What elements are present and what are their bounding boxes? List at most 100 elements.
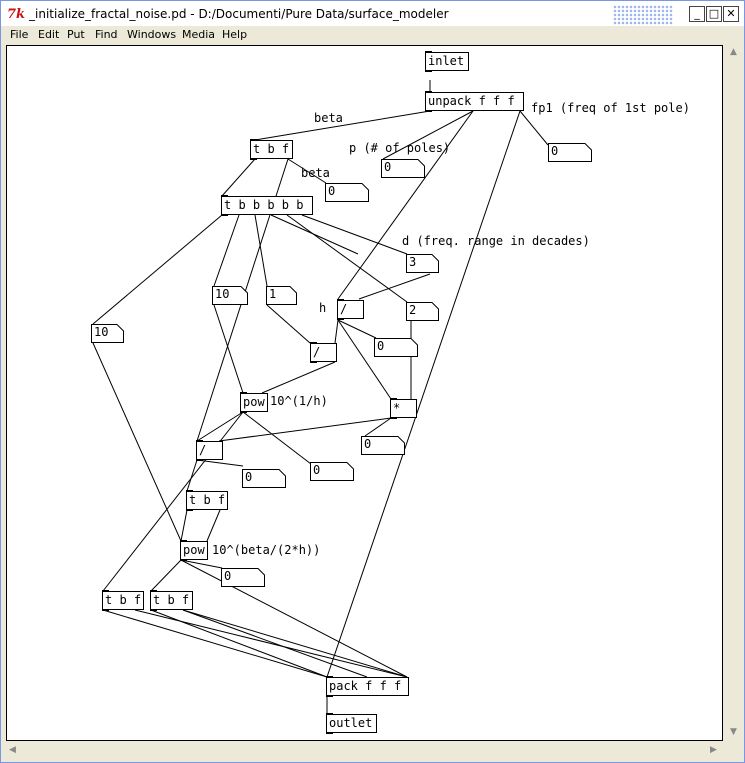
cord: [150, 609, 328, 678]
cord: [242, 411, 312, 465]
number-box-decades[interactable]: 3: [406, 254, 439, 273]
number-box-beta[interactable]: 0: [325, 183, 369, 202]
number-value: 0: [313, 463, 321, 477]
menu-edit[interactable]: Edit: [38, 28, 60, 41]
menu-bar: File Edit Put Find Windows Media Help: [1, 26, 744, 45]
number-value: 0: [328, 184, 336, 198]
window-title: _initialize_fractal_noise.pd - D:/Docume…: [29, 7, 449, 21]
cord: [326, 110, 521, 678]
cord: [364, 417, 392, 437]
comment-pow2: 10^(beta/(2*h)): [212, 543, 321, 557]
cord: [221, 158, 256, 197]
number-value: 0: [551, 144, 559, 158]
scroll-up-icon[interactable]: ▲: [730, 47, 737, 57]
titlebar-pattern: [613, 5, 673, 25]
menu-media[interactable]: Media: [182, 28, 216, 41]
number-box-pow1-out[interactable]: 0: [310, 462, 354, 481]
cord: [519, 110, 549, 146]
title-bar[interactable]: 7‌k _initialize_fractal_noise.pd - D:/Do…: [1, 1, 744, 28]
cord: [382, 110, 474, 160]
comment-fp1: fp1 (freq of 1st pole): [531, 101, 690, 115]
number-box-one[interactable]: 1: [266, 286, 297, 305]
cord: [196, 411, 244, 442]
comment-pow1: 10^(1/h): [270, 394, 328, 408]
number-value: 0: [384, 160, 392, 174]
cord: [150, 559, 182, 592]
number-value: 0: [377, 339, 385, 353]
cord: [134, 609, 408, 678]
close-button[interactable]: ✕: [723, 6, 739, 22]
cord: [196, 459, 244, 467]
tk-feather-icon: 7‌k: [7, 7, 26, 22]
inlet-object[interactable]: inlet: [425, 51, 469, 72]
cord: [186, 459, 198, 492]
pack-object[interactable]: pack f f f: [326, 676, 409, 697]
comment-poles: p (# of poles): [349, 141, 451, 155]
menu-put[interactable]: Put: [67, 28, 85, 41]
horizontal-scrollbar[interactable]: ◀ ▶: [6, 742, 723, 760]
scroll-down-icon[interactable]: ▼: [730, 727, 737, 737]
menu-find[interactable]: Find: [95, 28, 118, 41]
comment-decades: d (freq. range in decades): [402, 234, 590, 248]
multiply-object[interactable]: *: [390, 398, 417, 419]
number-value: 1: [269, 287, 277, 301]
menu-windows[interactable]: Windows: [127, 28, 177, 41]
scroll-left-icon[interactable]: ◀: [9, 745, 16, 755]
cord: [180, 559, 223, 569]
cord: [102, 609, 328, 678]
cord: [334, 319, 339, 344]
minimize-button[interactable]: _: [689, 6, 705, 22]
vertical-scrollbar[interactable]: ▲ ▼: [725, 45, 743, 741]
maximize-button[interactable]: □: [706, 6, 722, 22]
trigger-bbbbb-object[interactable]: t b b b b b: [221, 195, 313, 216]
number-box-poles[interactable]: 0: [381, 159, 425, 178]
number-value: 10: [215, 287, 230, 301]
cord: [92, 214, 223, 325]
pow-object-2[interactable]: pow: [180, 540, 208, 561]
trigger-bf-object[interactable]: t b f: [250, 139, 293, 160]
divide-object-2[interactable]: /: [196, 440, 223, 461]
cord: [301, 214, 408, 255]
number-box-ten-2[interactable]: 10: [91, 324, 124, 343]
menu-help[interactable]: Help: [222, 28, 248, 41]
cord: [218, 417, 392, 442]
cord: [261, 361, 336, 394]
cord: [182, 609, 368, 678]
trigger-bf-object-4[interactable]: t b f: [150, 590, 193, 611]
number-box-pow2-out[interactable]: 0: [221, 568, 265, 587]
number-box-div3-out[interactable]: 0: [242, 469, 286, 488]
cord: [180, 509, 188, 542]
scroll-right-icon[interactable]: ▶: [710, 745, 717, 755]
number-box-two[interactable]: 2: [406, 302, 439, 321]
trigger-bf-object-2[interactable]: t b f: [186, 490, 228, 511]
comment-beta-2: beta: [301, 166, 330, 180]
patch-canvas[interactable]: inlet unpack f f f t b f t b b b b b / /…: [6, 45, 723, 741]
cord: [266, 304, 311, 344]
patch-cords: [92, 80, 549, 714]
unpack-object[interactable]: unpack f f f: [425, 91, 524, 112]
cord: [337, 319, 377, 339]
pow-object[interactable]: pow: [240, 392, 268, 413]
cord: [287, 158, 327, 184]
number-value: 0: [224, 569, 232, 583]
trigger-bf-object-3[interactable]: t b f: [102, 590, 144, 611]
comment-h: h: [319, 301, 327, 315]
number-box-fp1[interactable]: 0: [548, 143, 592, 162]
cord: [206, 509, 221, 542]
menu-file[interactable]: File: [10, 28, 29, 41]
divide-h-object[interactable]: /: [337, 299, 364, 320]
cord: [358, 273, 431, 300]
number-value: 2: [409, 303, 417, 317]
number-value: 3: [409, 255, 417, 269]
number-box-mul-out[interactable]: 0: [361, 436, 405, 455]
cord: [182, 609, 408, 678]
number-box-ten[interactable]: 10: [212, 286, 248, 305]
cord: [213, 304, 244, 394]
cord: [213, 214, 240, 287]
divide-object[interactable]: /: [310, 342, 337, 363]
cord: [337, 319, 392, 400]
number-box-div-out[interactable]: 0: [374, 338, 418, 357]
number-value: 0: [364, 437, 372, 451]
outlet-object[interactable]: outlet: [326, 713, 377, 734]
